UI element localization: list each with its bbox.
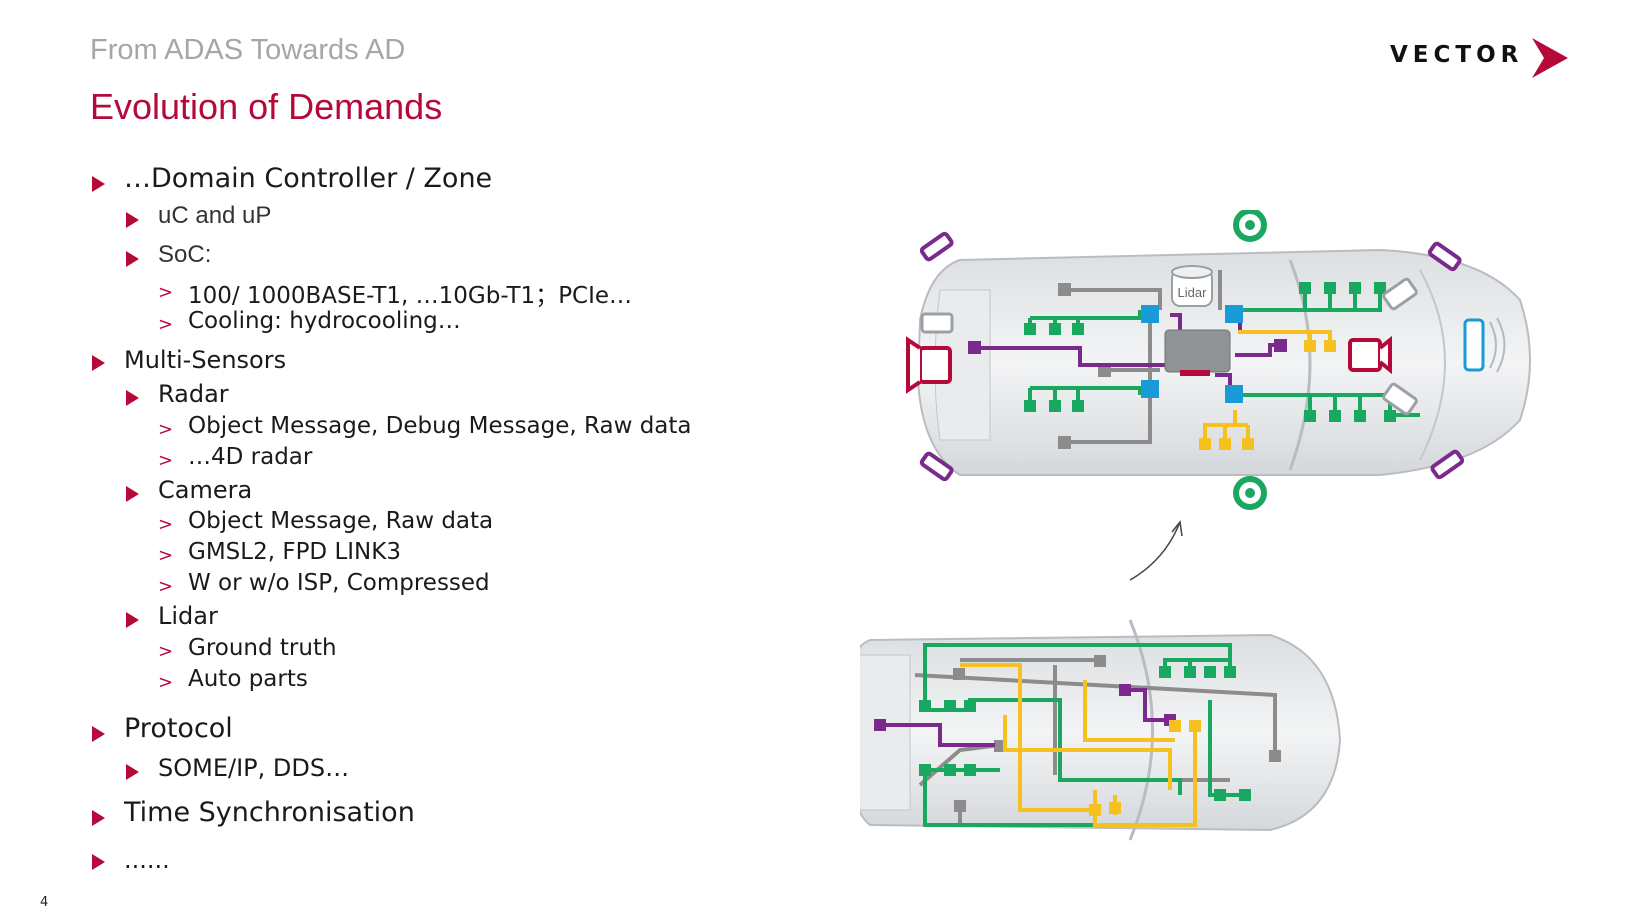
evolution-arrow-icon <box>1129 521 1181 581</box>
radar-item: Object Message, Debug Message, Raw data <box>188 413 692 439</box>
soc-item: Cooling: hydrocooling… <box>188 308 461 334</box>
camera-item: W or w/o ISP, Compressed <box>188 570 490 596</box>
bullet-radar: Radar <box>158 380 229 408</box>
bullet-triangle-icon <box>92 726 105 742</box>
chevron-logo-icon <box>1532 38 1568 78</box>
chevron-right-icon: > <box>158 450 174 471</box>
bullet-triangle-icon <box>126 251 139 267</box>
soc-item: 100/ 1000BASE-T1, …10Gb-T1；PCIe… <box>188 283 633 309</box>
bullet-triangle-icon <box>126 486 139 502</box>
logo-text: VECTOR <box>1390 42 1524 68</box>
chevron-right-icon: > <box>158 576 174 597</box>
bullet-protocol: Protocol <box>124 713 233 744</box>
bullet-triangle-icon <box>92 810 105 826</box>
lidar-sensor-icon: Lidar <box>1171 265 1213 307</box>
bullet-triangle-icon <box>126 612 139 628</box>
protocol-item: SOME/IP, DDS… <box>158 754 350 782</box>
lidar-label: Lidar <box>1178 285 1208 300</box>
bullet-multi-sensors: Multi-Sensors <box>124 346 287 374</box>
bullet-triangle-icon <box>126 212 139 228</box>
chevron-right-icon: > <box>158 314 174 335</box>
bullet-time-sync: Time Synchronisation <box>124 797 415 828</box>
bullet-more: ...... <box>124 846 170 874</box>
bullet-triangle-icon <box>126 764 139 780</box>
chevron-right-icon: > <box>158 545 174 566</box>
bullet-triangle-icon <box>92 176 105 192</box>
vector-logo: VECTOR <box>1390 36 1570 80</box>
bullet-camera: Camera <box>158 476 253 504</box>
bullet-soc: SoC: <box>158 241 212 268</box>
page-number: 4 <box>40 895 49 910</box>
bullet-lidar: Lidar <box>158 602 218 630</box>
chevron-right-icon: > <box>158 672 174 693</box>
page-title: Evolution of Demands <box>90 86 443 127</box>
vehicle-architecture-diagram: Lidar <box>860 210 1531 841</box>
bullet-triangle-icon <box>92 355 105 371</box>
bullet-triangle-icon <box>126 390 139 406</box>
radar-item: …4D radar <box>188 444 313 470</box>
chevron-right-icon: > <box>158 419 174 440</box>
bullet-uc-up: uC and uP <box>158 202 272 229</box>
zonal-car: Lidar <box>906 210 1531 510</box>
bullet-triangle-icon <box>92 854 105 870</box>
chevron-right-icon: > <box>158 514 174 535</box>
lidar-item: Auto parts <box>188 666 308 692</box>
bullet-domain-controller: …Domain Controller / Zone <box>124 163 493 194</box>
lidar-item: Ground truth <box>188 635 337 661</box>
chevron-right-icon: > <box>158 282 174 303</box>
camera-item: Object Message, Raw data <box>188 508 494 534</box>
supertitle: From ADAS Towards AD <box>90 34 406 66</box>
distributed-car <box>860 619 1342 841</box>
camera-item: GMSL2, FPD LINK3 <box>188 539 401 565</box>
chevron-right-icon: > <box>158 641 174 662</box>
